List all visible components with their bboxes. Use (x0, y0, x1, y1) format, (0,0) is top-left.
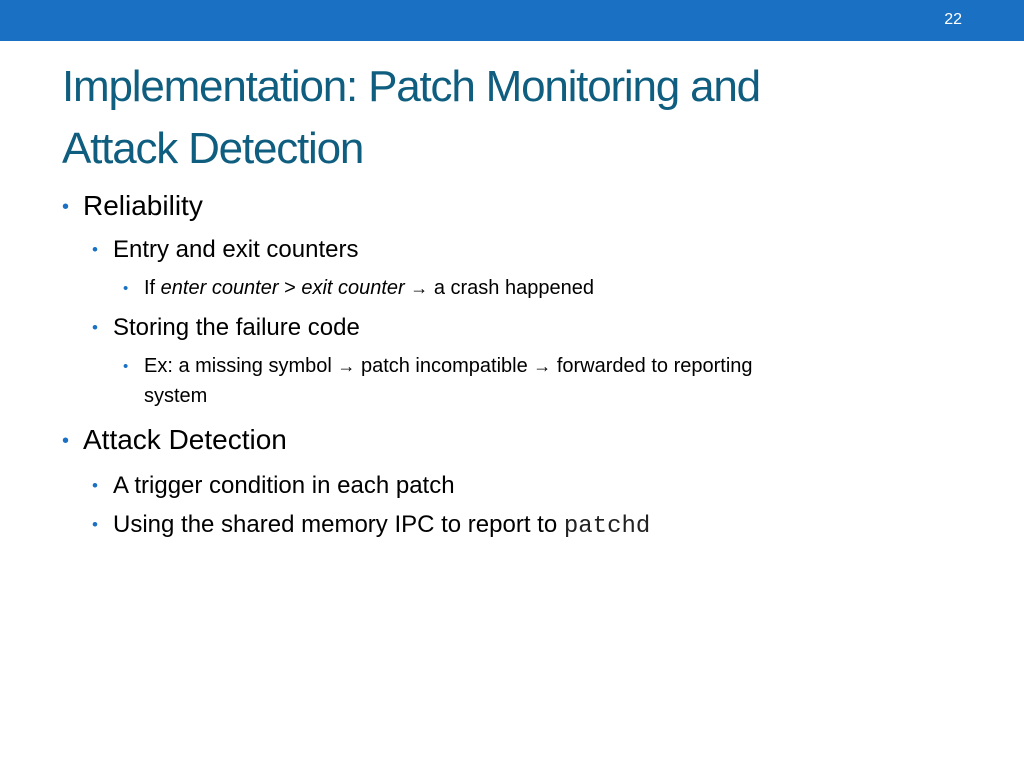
crash-rule-exit-counter: exit counter (301, 277, 405, 299)
bullet-entry-exit-counters: Entry and exit counters (113, 236, 359, 263)
bullet-shared-memory-ipc: Using the shared memory IPC to report to… (113, 511, 650, 540)
bullet-trigger-condition: A trigger condition in each patch (113, 472, 455, 499)
bullet-dot: • (92, 240, 98, 259)
ipc-text: Using the shared memory IPC to report to (113, 511, 564, 538)
slide-number: 22 (944, 11, 962, 28)
bullet-crash-rule: If enter counter > exit counter → a cras… (144, 277, 594, 300)
bullet-dot: • (62, 430, 70, 452)
bullet-attack-detection: Attack Detection (83, 424, 287, 455)
crash-rule-enter-counter: enter counter (160, 277, 279, 299)
bullet-failure-example-continued: system (144, 385, 208, 407)
header-bar: 22 (0, 0, 1024, 41)
crash-rule-operator: > (278, 277, 302, 299)
example-part-2: patch incompatible (355, 355, 534, 377)
bullet-dot: • (92, 318, 98, 337)
bullet-dot: • (62, 196, 70, 218)
right-arrow-icon: → (410, 278, 429, 298)
slide-title-line-2: Attack Detection (62, 124, 364, 173)
slide-title: Implementation: Patch Monitoring and Att… (62, 56, 962, 180)
bullet-failure-code: Storing the failure code (113, 314, 360, 341)
example-part-3: forwarded to reporting (551, 355, 753, 377)
slide-title-line-1: Implementation: Patch Monitoring and (62, 62, 761, 111)
right-arrow-icon: → (337, 356, 356, 376)
bullet-dot: • (123, 280, 129, 297)
bullet-reliability: Reliability (83, 190, 203, 221)
crash-rule-result: a crash happened (428, 277, 594, 299)
crash-rule-prefix: If (144, 277, 161, 299)
bullet-failure-example: Ex: a missing symbol → patch incompatibl… (144, 355, 753, 378)
right-arrow-icon: → (533, 356, 552, 376)
bullet-dot: • (123, 358, 129, 375)
bullet-dot: • (92, 476, 98, 495)
example-part-1: Ex: a missing symbol (144, 355, 338, 377)
patchd-code: patchd (563, 513, 651, 540)
bullet-dot: • (92, 515, 98, 534)
